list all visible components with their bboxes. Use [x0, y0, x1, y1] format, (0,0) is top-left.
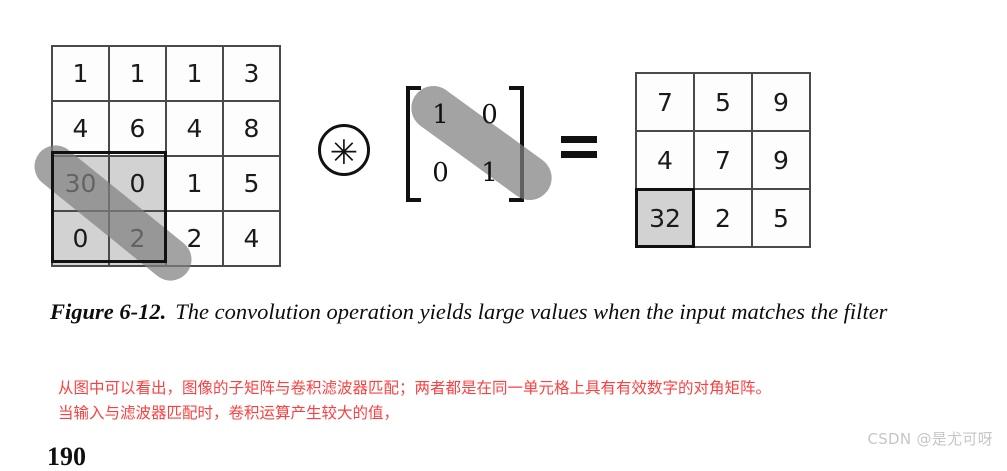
result-cell: 4 [637, 132, 693, 188]
input-cell: 3 [224, 47, 279, 100]
filter-cell: 0 [481, 100, 498, 130]
equals-bar-top [561, 136, 597, 143]
equals-sign-icon [561, 134, 597, 160]
filter-matrix: 1 0 0 1 [406, 86, 524, 202]
input-matrix: 1 1 1 3 4 6 4 8 30 0 1 5 0 2 2 4 [51, 45, 281, 267]
csdn-watermark: CSDN @是尤可呀 [867, 430, 993, 448]
figure-caption-label: Figure 6-12. [50, 299, 167, 324]
convolution-operator-icon: ✳ [318, 124, 370, 176]
result-cell: 9 [753, 74, 809, 130]
filter-values: 1 0 0 1 [416, 86, 514, 202]
input-cell-highlighted: 2 [110, 212, 165, 265]
result-cell: 9 [753, 132, 809, 188]
input-cell: 1 [110, 47, 165, 100]
input-cell: 1 [167, 157, 222, 210]
result-cell-highlighted: 32 [637, 190, 693, 246]
input-cell: 4 [167, 102, 222, 155]
input-cell: 4 [224, 212, 279, 265]
figure-caption: Figure 6-12. The convolution operation yi… [50, 298, 960, 327]
annotation-line: 当输入与滤波器匹配时，卷积运算产生较大的值， [58, 404, 400, 423]
input-cell: 8 [224, 102, 279, 155]
result-cell: 5 [695, 74, 751, 130]
input-cell: 2 [167, 212, 222, 265]
input-cell-highlighted: 0 [53, 212, 108, 265]
input-cell: 4 [53, 102, 108, 155]
annotation-notes: 从图中可以看出，图像的子矩阵与卷积滤波器匹配；两者都是在同一单元格上具有有效数字… [58, 376, 988, 426]
result-matrix: 7 5 9 4 7 9 32 2 5 [635, 72, 811, 248]
page-number: 190 [47, 442, 86, 471]
input-cell: 1 [167, 47, 222, 100]
filter-cell: 1 [432, 100, 449, 130]
input-cell: 5 [224, 157, 279, 210]
equals-bar-bottom [561, 151, 597, 158]
input-cell-highlighted: 30 [53, 157, 108, 210]
result-cell: 7 [695, 132, 751, 188]
annotation-line: 从图中可以看出，图像的子矩阵与卷积滤波器匹配；两者都是在同一单元格上具有有效数字… [58, 379, 772, 397]
figure-caption-text: The convolution operation yields large v… [175, 299, 888, 324]
input-cell-highlighted: 0 [110, 157, 165, 210]
result-cell: 5 [753, 190, 809, 246]
filter-cell: 1 [481, 158, 498, 188]
asterisk-icon: ✳ [329, 133, 359, 173]
result-cell: 2 [695, 190, 751, 246]
input-cell: 6 [110, 102, 165, 155]
input-cell: 1 [53, 47, 108, 100]
filter-cell: 0 [432, 158, 449, 188]
result-cell: 7 [637, 74, 693, 130]
figure-illustration: 1 1 1 3 4 6 4 8 30 0 1 5 0 2 2 4 ✳ 1 0 0… [25, 45, 811, 290]
